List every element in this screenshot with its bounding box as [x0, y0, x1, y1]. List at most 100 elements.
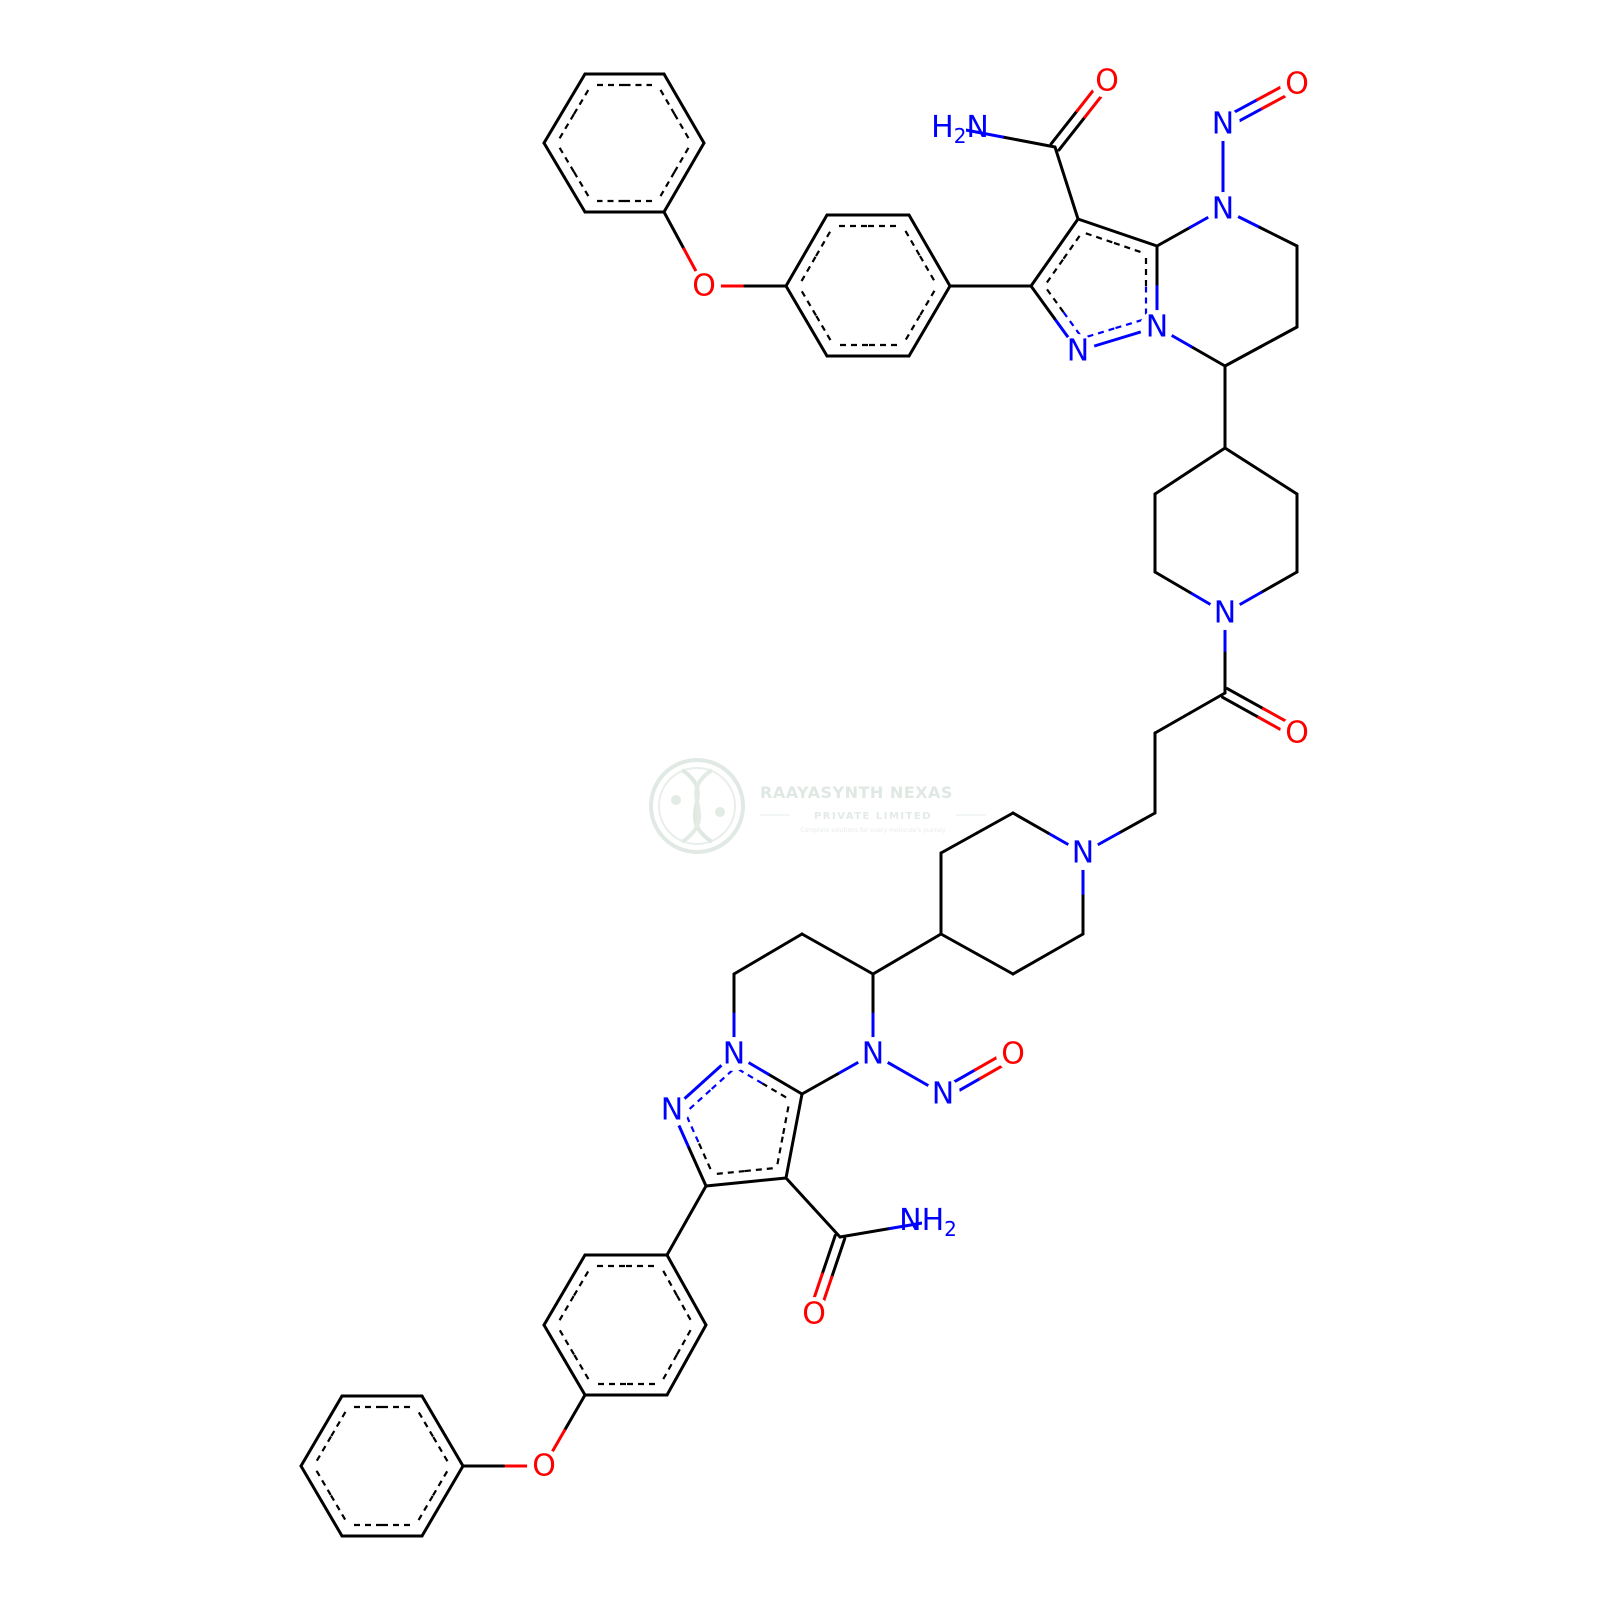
bond-n8-k3 — [800, 1072, 839, 1096]
atom-label-background — [1280, 716, 1314, 750]
bond-h1-h2 — [1223, 446, 1263, 473]
bond-e5-n4 — [1155, 226, 1192, 248]
atom-label-background — [1140, 310, 1174, 344]
bond-k1-k6 — [800, 932, 839, 956]
bond-l2-k3 — [784, 1134, 796, 1180]
bond-l1-p1 — [665, 1219, 688, 1257]
atom-o7: O — [527, 1449, 561, 1484]
atom-o4: O — [1280, 716, 1314, 751]
bond-m1-o6 — [830, 1237, 847, 1279]
bond-layer — [299, 72, 1301, 1538]
atom-n9: N — [717, 1037, 751, 1072]
oxygen-label: O — [1095, 64, 1119, 99]
atom-n6: N — [1208, 596, 1242, 631]
bond-k3-n9 — [766, 1072, 804, 1096]
bond-g2-g3 — [1259, 325, 1299, 348]
atom-label-background — [1066, 836, 1100, 870]
bond-j2-j3 — [975, 811, 1015, 835]
bond-h1-h2 — [1259, 469, 1299, 496]
bond-d6-d1-inner — [800, 290, 817, 316]
nitrogen-label: N — [1067, 334, 1089, 369]
bond-p5-p6 — [542, 1288, 566, 1327]
oxygen-label: O — [1285, 716, 1309, 751]
bond-l1-l2-inner — [744, 1167, 774, 1173]
amine-label: H2N — [931, 110, 989, 149]
company-watermark: RAAYASYNTH NEXAS PRIVATE LIMITED Complet… — [649, 758, 986, 854]
atom-label-background — [926, 1077, 960, 1111]
bond-p2-p3 — [685, 1323, 708, 1362]
atom-o2: O — [1090, 64, 1124, 99]
bond-d4-d5 — [928, 284, 952, 323]
bond-e1-e2 — [1053, 217, 1080, 254]
atom-label-background — [1206, 192, 1240, 226]
bond-l2-m1 — [811, 1206, 842, 1239]
atom-label-background — [996, 1037, 1030, 1071]
bond-p5-p6 — [563, 1253, 587, 1292]
nitrogen-label: N — [932, 1077, 954, 1112]
bond-l1-l2 — [704, 1180, 748, 1188]
bond-q3-q4-inner — [315, 1436, 332, 1462]
bond-j4-k1 — [871, 952, 909, 976]
atom-label-background — [1208, 596, 1242, 630]
bond-c2-c3-inner — [673, 113, 690, 139]
bond-i1-i2 — [1188, 691, 1227, 715]
bond-d3-d4 — [928, 249, 952, 288]
bond-i3-n7 — [1117, 811, 1157, 835]
atom-label-background — [527, 1449, 561, 1483]
oxygen-label: O — [692, 269, 716, 304]
bond-j5-j6 — [1046, 932, 1085, 956]
atom-label-background — [1206, 107, 1240, 141]
atom-label-background — [797, 1297, 831, 1331]
bond-i1-o4 — [1221, 695, 1261, 719]
bond-d4-d5 — [907, 319, 931, 358]
watermark-company: RAAYASYNTH NEXAS — [760, 783, 953, 802]
bond-d4-d5-inner — [904, 314, 921, 341]
bond-q4-q5-inner — [315, 1470, 332, 1496]
bond-d3-d4-inner — [919, 255, 936, 282]
bond-q1-q2-inner — [432, 1436, 449, 1462]
bond-q6-q1-inner — [417, 1494, 434, 1521]
bond-p1-p2-inner — [675, 1294, 692, 1321]
bond-d1-d2-inner — [800, 255, 817, 282]
nitrogen-label: N — [661, 1093, 683, 1128]
bond-q1-q2 — [420, 1394, 444, 1433]
bond-d6-d1 — [805, 319, 829, 358]
atom-n2: N — [1140, 310, 1174, 345]
bond-e2-e5 — [1076, 217, 1119, 234]
bond-k3-n9-inner — [738, 1068, 763, 1085]
bond-d6-d1 — [784, 284, 808, 323]
bond-n11-l1-inner — [698, 1143, 713, 1172]
nitrogen-label: N — [1212, 107, 1234, 142]
bond-k3-n9-inner — [761, 1082, 787, 1099]
bond-p4-p5-inner — [573, 1353, 590, 1380]
bond-n1-e1 — [1029, 284, 1056, 320]
bond-l1-l2 — [744, 1176, 788, 1184]
atom-label-background — [717, 1037, 751, 1071]
atom-o3: O — [1280, 67, 1314, 102]
bond-j4-j5 — [975, 952, 1015, 976]
bond-l2-k3 — [792, 1092, 804, 1138]
bond-l2-k3-inner — [776, 1133, 785, 1165]
bond-d4-d5-inner — [919, 290, 936, 316]
bond-m1-o6 — [820, 1233, 837, 1276]
bond-n2-n1-inner — [1113, 318, 1143, 330]
oxygen-label: O — [532, 1449, 556, 1484]
bond-p4-p5-inner — [558, 1329, 575, 1355]
bond-l2-m1 — [784, 1176, 815, 1209]
bond-c6-c1-inner — [573, 89, 590, 115]
oxygen-label: O — [802, 1297, 826, 1332]
atom-o1: O — [687, 269, 721, 304]
bond-q1-q2-inner — [417, 1411, 434, 1438]
bond-p5-p6-inner — [573, 1270, 590, 1297]
bond-n1-e1-inner — [1062, 311, 1081, 336]
atom-label-background — [1280, 67, 1314, 101]
bond-p1-p2 — [685, 1288, 708, 1327]
bond-n9-n11-inner — [709, 1069, 734, 1091]
bond-q6-q1-inner — [432, 1470, 449, 1496]
nitrogen-label: N — [1146, 310, 1168, 345]
bond-n11-l1 — [687, 1146, 708, 1188]
bond-c5-c6-inner — [558, 147, 575, 173]
bond-d6-d1-inner — [815, 314, 832, 341]
